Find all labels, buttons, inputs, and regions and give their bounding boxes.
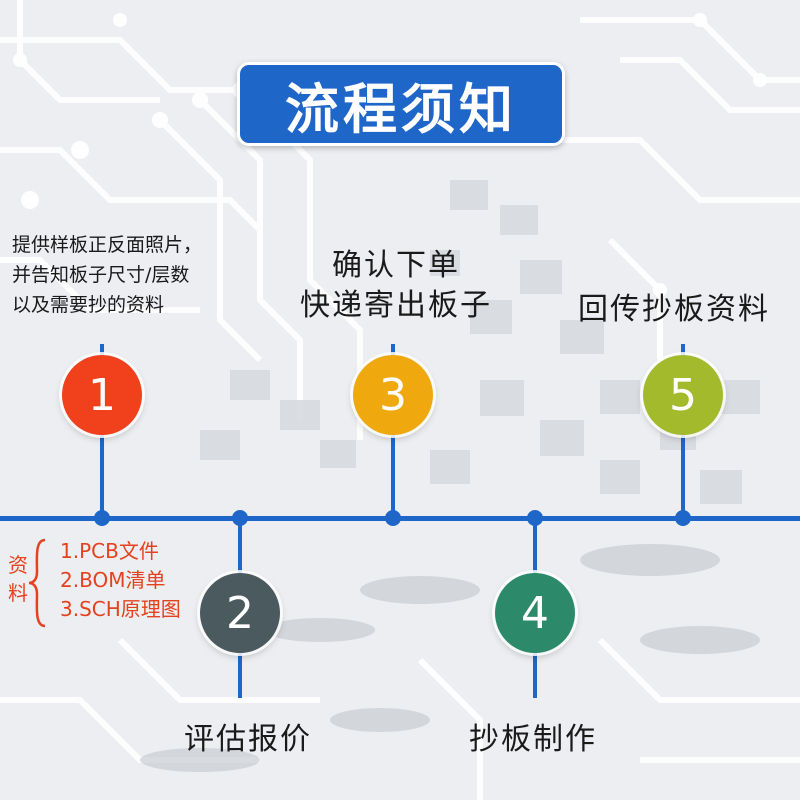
materials-tag-char-1: 资 [8, 553, 28, 577]
step-circle-4: 4 [495, 573, 575, 653]
step-number-4: 4 [521, 587, 549, 639]
timeline-node-5 [675, 510, 691, 526]
brace-icon [28, 538, 46, 628]
step-4-line-1: 抄板制作 [469, 722, 597, 757]
step-1-description: 提供样板正反面照片， 并告知板子尺寸/层数 以及需要抄的资料 [12, 230, 202, 320]
step-3-description: 确认下单 快递寄出板子 [296, 246, 496, 326]
step-4-description: 抄板制作 [469, 714, 597, 758]
step-3-line-1: 确认下单 [332, 248, 460, 283]
step-3-line-2: 快递寄出板子 [300, 288, 492, 323]
step-1-line-3: 以及需要抄的资料 [12, 294, 165, 316]
step-number-3: 3 [379, 369, 407, 421]
step-circle-5: 5 [643, 355, 723, 435]
step-1-line-2: 并告知板子尺寸/层数 [12, 264, 190, 286]
step-2-line-1: 评估报价 [184, 722, 312, 757]
timeline-node-2 [232, 510, 248, 526]
material-item-3: 3.SCH原理图 [60, 597, 181, 621]
material-item-2: 2.BOM清单 [60, 568, 166, 592]
step-number-2: 2 [226, 587, 254, 639]
materials-tag: 资 料 [7, 551, 29, 607]
page-title: 流程须知 [237, 62, 565, 146]
step-2-description: 评估报价 [184, 714, 312, 758]
timeline-node-1 [94, 510, 110, 526]
step-1-line-1: 提供样板正反面照片， [12, 234, 203, 256]
step-circle-2: 2 [200, 573, 280, 653]
step-number-5: 5 [669, 369, 697, 421]
step-5-line-1: 回传抄板资料 [578, 292, 770, 327]
material-item-1: 1.PCB文件 [60, 539, 159, 563]
step-circle-3: 3 [353, 355, 433, 435]
step-5-description: 回传抄板资料 [578, 284, 770, 328]
timeline-node-3 [385, 510, 401, 526]
timeline-node-4 [527, 510, 543, 526]
materials-tag-char-2: 料 [8, 581, 28, 605]
step-circle-1: 1 [62, 355, 142, 435]
step-number-1: 1 [88, 369, 116, 421]
